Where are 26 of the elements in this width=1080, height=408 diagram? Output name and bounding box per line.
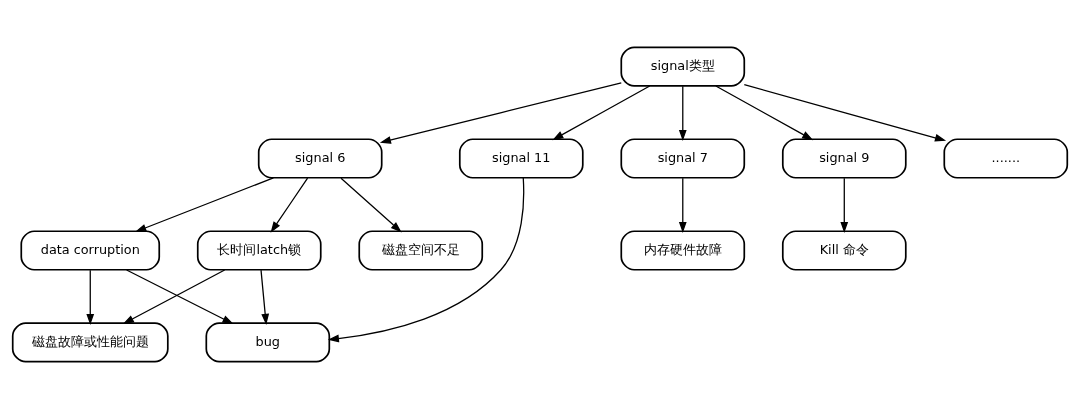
arrow bbox=[270, 177, 309, 233]
node-box: signal 6 bbox=[257, 137, 383, 179]
arrow bbox=[678, 85, 687, 141]
node-box: signal类型 bbox=[620, 45, 746, 87]
node-box: signal 11 bbox=[458, 137, 584, 179]
node-box: 磁盘空间不足 bbox=[358, 229, 484, 271]
node-box: 长时间latch锁 bbox=[196, 229, 322, 271]
arrow bbox=[379, 81, 622, 144]
node-box: signal 7 bbox=[620, 137, 746, 179]
node-box: data corruption bbox=[20, 229, 161, 271]
arrow bbox=[840, 177, 849, 233]
arrow bbox=[715, 84, 814, 140]
arrow bbox=[135, 176, 275, 232]
node-box: 磁盘故障或性能问题 bbox=[11, 321, 169, 363]
node-box: Kill 命令 bbox=[781, 229, 907, 271]
node-box: ....... bbox=[943, 137, 1069, 179]
arrow bbox=[260, 269, 270, 325]
node-box: bug bbox=[205, 321, 331, 363]
arrow bbox=[743, 83, 947, 142]
arrow bbox=[86, 269, 95, 325]
arrow bbox=[552, 84, 651, 140]
arrow bbox=[340, 177, 402, 232]
node-box: signal 9 bbox=[781, 137, 907, 179]
arrow bbox=[678, 177, 687, 233]
arrow bbox=[327, 176, 525, 342]
node-box: 内存硬件故障 bbox=[620, 229, 746, 271]
